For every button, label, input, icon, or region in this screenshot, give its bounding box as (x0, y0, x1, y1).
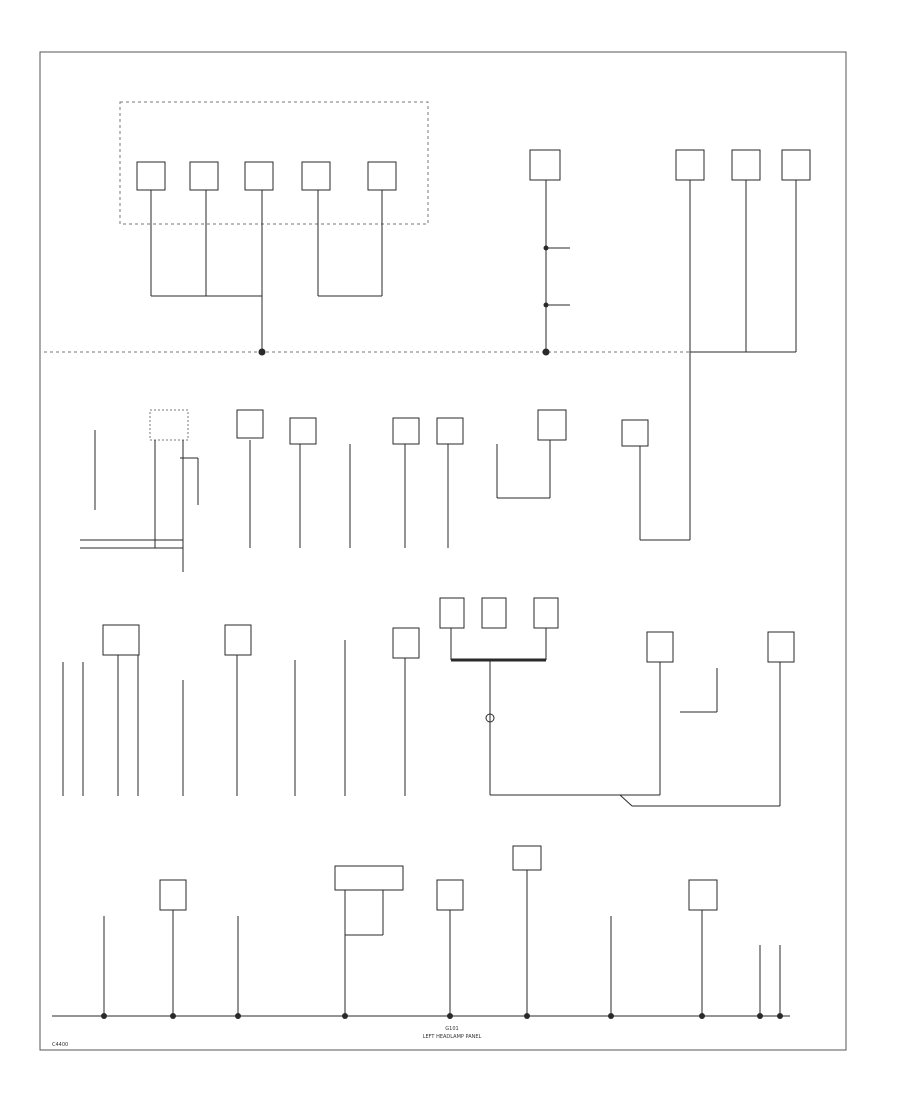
component-box (367, 161, 397, 191)
component-box (189, 161, 219, 191)
component-box (781, 149, 811, 181)
corner-code-label: C4400 (52, 1042, 68, 1048)
component-box (136, 161, 166, 191)
section-middle-upper (80, 352, 691, 572)
diagram-frame (39, 51, 847, 1051)
section-top (44, 101, 811, 356)
ground-id-label: G101 (445, 1026, 458, 1032)
component-box (301, 161, 331, 191)
ground-location-label: LEFT HEADLAMP PANEL (423, 1034, 482, 1040)
bottom-splices (101, 1013, 783, 1019)
engine-module-box (119, 101, 429, 225)
section-middle-lower (62, 597, 795, 807)
component-box (244, 161, 274, 191)
splice-dot (258, 348, 266, 356)
component-box (529, 149, 561, 181)
splice-dot (542, 348, 550, 356)
component-box (675, 149, 705, 181)
component-box (731, 149, 761, 181)
section-bottom (52, 845, 790, 1017)
